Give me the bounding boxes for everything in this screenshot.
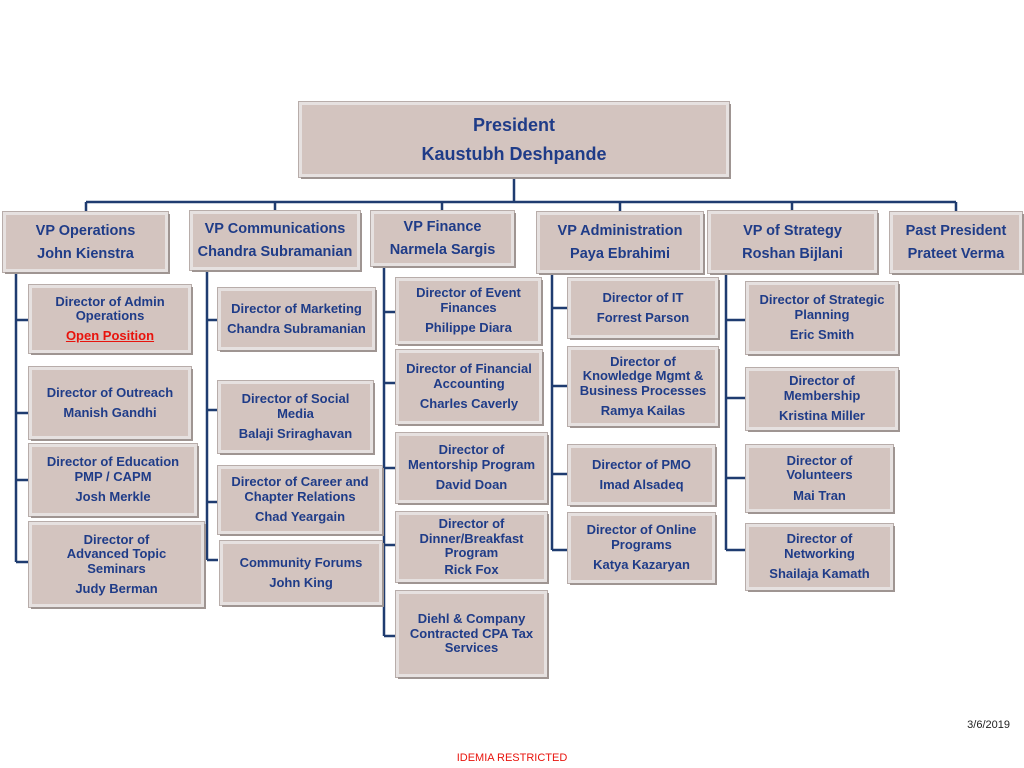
director-name: Manish Gandhi <box>63 405 157 420</box>
slide-date: 3/6/2019 <box>967 719 1010 731</box>
director-title: Director of Advanced Topic Seminars <box>66 531 167 576</box>
director-name: Ramya Kailas <box>600 403 686 418</box>
director-box: Director of IT Forrest Parson <box>568 278 718 338</box>
director-name: Charles Caverly <box>419 396 519 412</box>
director-name: David Doan <box>435 477 508 493</box>
director-box: Director of Online Programs Katya Kazary… <box>568 513 715 583</box>
vp-finance-box: VP Finance Narmela Sargis <box>371 211 514 266</box>
director-name: Imad Alsadeq <box>599 477 684 492</box>
director-title: Director of Membership <box>783 373 861 403</box>
director-title: Director of Marketing <box>231 300 362 316</box>
director-title: Director of Networking <box>784 531 855 561</box>
vp-title: VP of Strategy <box>743 222 842 239</box>
director-name: Eric Smith <box>789 327 855 343</box>
vp-title: VP Communications <box>204 221 346 237</box>
director-box: Director of Social Media Balaji Sriragha… <box>218 381 373 453</box>
director-title: Director of Knowledge Mgmt & Business Pr… <box>579 353 707 398</box>
vp-name: Narmela Sargis <box>389 242 496 258</box>
director-name: Chandra Subramanian <box>227 321 366 336</box>
vp-operations-box: VP Operations John Kienstra <box>3 212 168 272</box>
director-name: Philippe Diara <box>425 320 512 336</box>
director-name: Mai Tran <box>793 487 846 503</box>
connector-vp-drops <box>84 202 958 212</box>
director-name: Chad Yeargain <box>254 509 346 525</box>
director-box: Director of Dinner/Breakfast Program Ric… <box>396 512 547 582</box>
director-name: Katya Kazaryan <box>593 557 690 573</box>
director-title: Director of Event Finances <box>416 285 521 315</box>
director-name: Josh Merkle <box>75 489 151 505</box>
vp-name: Chandra Subramanian <box>197 244 353 260</box>
director-box: Diehl & Company Contracted CPA Tax Servi… <box>396 591 547 677</box>
director-title: Director of IT <box>602 289 684 305</box>
director-box: Director of Event Finances Philippe Diar… <box>396 278 541 344</box>
director-box: Director of Mentorship Program David Doa… <box>396 433 547 503</box>
director-box: Director of Membership Kristina Miller <box>746 368 898 430</box>
director-title: Director of Career and Chapter Relations <box>231 474 369 504</box>
connector-administration <box>550 273 568 552</box>
classification-label: IDEMIA RESTRICTED <box>456 752 568 764</box>
director-box: Director of Knowledge Mgmt & Business Pr… <box>568 347 718 426</box>
president-name: Kaustubh Deshpande <box>421 144 607 164</box>
director-title: Community Forums <box>239 554 363 570</box>
director-box: Director of Advanced Topic Seminars Judy… <box>29 522 204 607</box>
director-title: Director of Admin Operations <box>55 293 165 324</box>
director-box: Director of Networking Shailaja Kamath <box>746 524 893 590</box>
vp-strategy-box: VP of Strategy Roshan Bijlani <box>708 211 877 273</box>
vp-administration-box: VP Administration Paya Ebrahimi <box>537 212 703 273</box>
vp-name: Roshan Bijlani <box>742 245 843 262</box>
vp-title: VP Operations <box>35 222 136 239</box>
vp-title: VP Administration <box>557 223 683 239</box>
director-title: Director of Volunteers <box>786 452 853 483</box>
president-title: President <box>472 115 556 135</box>
director-name: John King <box>269 575 333 590</box>
director-title: Director of Dinner/Breakfast Program <box>419 516 524 560</box>
director-name: Forrest Parson <box>596 310 690 325</box>
vp-title: VP Finance <box>403 219 482 235</box>
director-box: Director of Strategic Planning Eric Smit… <box>746 282 898 354</box>
director-title: Director of Social Media <box>241 391 350 421</box>
vp-communications-box: VP Communications Chandra Subramanian <box>190 211 360 270</box>
director-box: Director of Career and Chapter Relations… <box>218 466 382 534</box>
connector-strategy <box>724 273 746 552</box>
director-name: Kristina Miller <box>779 408 865 424</box>
director-name: Rick Fox <box>444 561 499 577</box>
director-title: Director of Education PMP / CAPM <box>46 454 180 484</box>
director-name: Shailaja Kamath <box>769 566 870 582</box>
connector-finance <box>382 266 396 638</box>
director-title: Director of PMO <box>592 456 691 472</box>
vp-title: Past President <box>905 223 1007 239</box>
director-title: Diehl & Company Contracted CPA Tax Servi… <box>409 611 534 656</box>
past-president-box: Past President Prateet Verma <box>890 212 1022 273</box>
director-box: Director of Marketing Chandra Subramania… <box>218 288 375 350</box>
director-name: Judy Berman <box>75 581 158 596</box>
president-box: President Kaustubh Deshpande <box>299 102 729 177</box>
director-name: Balaji Sriraghavan <box>238 426 353 442</box>
director-title: Director of Mentorship Program <box>407 442 536 472</box>
vp-name: Prateet Verma <box>907 246 1005 262</box>
vp-name: Paya Ebrahimi <box>570 246 670 262</box>
director-title: Director of Outreach <box>46 384 174 400</box>
director-title: Director of Online Programs <box>586 522 697 552</box>
open-position-label: Open Position <box>65 327 155 343</box>
director-box: Director of Education PMP / CAPM Josh Me… <box>29 444 197 516</box>
director-box: Director of Volunteers Mai Tran <box>746 445 893 512</box>
director-title: Director of Financial Accounting <box>406 361 532 391</box>
vp-name: John Kienstra <box>37 245 134 262</box>
connector-operations <box>14 272 29 564</box>
director-box: Director of Financial Accounting Charles… <box>396 350 542 424</box>
director-box: Director of PMO Imad Alsadeq <box>568 445 715 505</box>
director-box: Director of Admin Operations Open Positi… <box>29 285 191 353</box>
connector-communications <box>205 270 218 562</box>
director-box: Community Forums John King <box>220 541 382 605</box>
director-title: Director of Strategic Planning <box>759 292 885 322</box>
director-box: Director of Outreach Manish Gandhi <box>29 367 191 439</box>
